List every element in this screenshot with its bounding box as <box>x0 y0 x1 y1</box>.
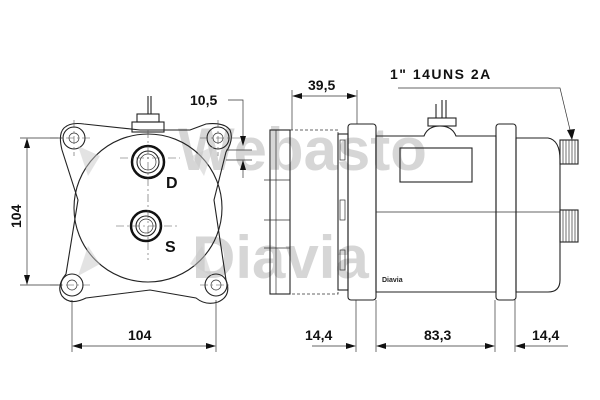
side-dimensions: 39,5 1" 14UNS 2A 14,4 83,3 14,4 <box>291 66 575 349</box>
width-dimension: 104 <box>128 327 152 343</box>
threaded-port-lower <box>559 209 579 243</box>
height-dimension: 104 <box>8 204 24 228</box>
rear-head <box>515 137 561 293</box>
threaded-port-upper <box>559 139 579 165</box>
thread-spec-callout: 1" 14UNS 2A <box>390 66 492 82</box>
body-length-dimension: 83,3 <box>424 327 451 343</box>
offset-dimension: 10,5 <box>190 92 217 108</box>
discharge-port-label: D <box>166 175 178 192</box>
front-flange-dimension: 14,4 <box>305 327 332 343</box>
suction-port-label: S <box>165 239 176 256</box>
clutch-depth-dimension: 39,5 <box>308 77 335 93</box>
side-view: Diavia <box>264 100 579 352</box>
watermark-webasto: Webasto <box>178 116 427 183</box>
front-dimensions: 104 104 10,5 <box>8 92 252 349</box>
body-brand-label: Diavia <box>382 277 403 284</box>
rear-flange-dimension: 14,4 <box>532 327 559 343</box>
label-plate <box>399 147 473 183</box>
